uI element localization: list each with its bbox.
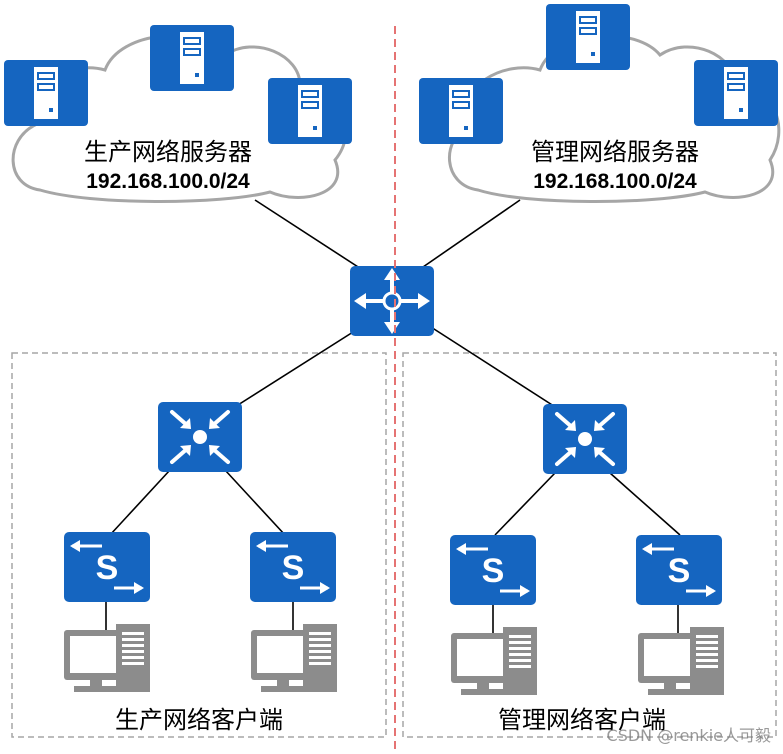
management-cloud-subnet: 192.168.100.0/24 <box>533 170 697 193</box>
aggregation-switch-icon <box>541 402 629 476</box>
server-icon <box>693 59 779 127</box>
server-icon <box>3 59 89 127</box>
pc-icon <box>251 624 337 692</box>
production-cloud-subnet: 192.168.100.0/24 <box>86 170 250 193</box>
server-icon <box>267 77 353 145</box>
access-switch-icon <box>62 530 152 604</box>
access-switch-icon <box>248 530 338 604</box>
watermark: CSDN @renkie人可毅 <box>606 726 771 745</box>
access-switch-icon <box>448 533 538 607</box>
access-switch-icon <box>634 533 724 607</box>
production-client-zone <box>11 352 387 738</box>
pc-icon <box>451 627 537 695</box>
connection-lines <box>105 199 681 638</box>
management-cloud-title: 管理网络服务器 <box>531 138 699 166</box>
pc-icon <box>64 624 150 692</box>
management-client-zone <box>402 352 777 738</box>
server-icon <box>545 3 631 71</box>
production-zone-title: 生产网络客户端 <box>115 706 283 734</box>
server-icon <box>418 77 504 145</box>
management-zone-title: 管理网络客户端 <box>498 706 666 734</box>
production-cloud-title: 生产网络服务器 <box>84 138 252 166</box>
server-icon <box>149 24 235 92</box>
pc-icon <box>638 627 724 695</box>
aggregation-switch-icon <box>156 400 244 474</box>
core-switch-icon <box>350 266 434 336</box>
